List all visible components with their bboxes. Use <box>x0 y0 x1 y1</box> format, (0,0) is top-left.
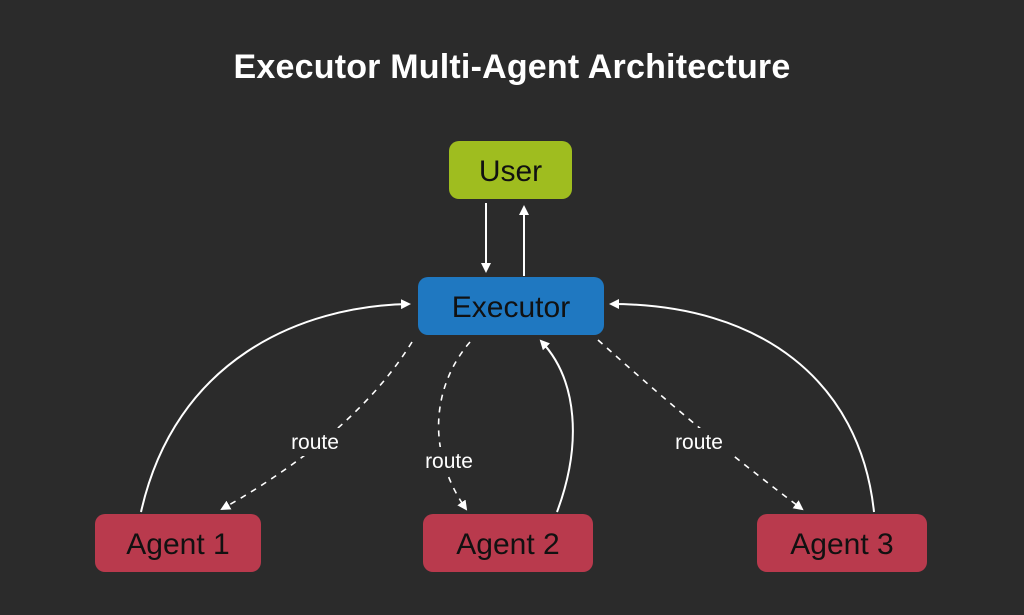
agent-1-node[interactable]: Agent 1 <box>95 514 261 572</box>
user-node-label: User <box>479 155 542 188</box>
executor-node-box <box>418 277 604 335</box>
executor-node-label: Executor <box>452 291 570 324</box>
agent-1-node-box <box>95 514 261 572</box>
agent-1-node-label: Agent 1 <box>126 528 229 561</box>
edge-agent1-to-executor <box>140 299 411 513</box>
route-label-bg-1 <box>283 428 347 456</box>
edge-agent2-to-executor <box>539 339 574 513</box>
page-title: Executor Multi-Agent Architecture <box>233 48 791 86</box>
edge-route-executor-to-agent3 <box>597 339 804 511</box>
user-node[interactable]: User <box>449 141 572 199</box>
user-node-box <box>449 141 572 199</box>
edge-route-executor-to-agent1 <box>220 341 413 510</box>
route-label-agent1: route <box>291 431 339 454</box>
route-label-bg-3 <box>667 428 731 456</box>
route-label-agent3: route <box>675 431 723 454</box>
route-label-agent2: route <box>425 450 473 473</box>
agent-2-node-box <box>423 514 593 572</box>
edge-route-executor-to-agent2 <box>437 341 471 511</box>
edge-agent3-to-executor <box>609 299 875 513</box>
agent-3-node[interactable]: Agent 3 <box>757 514 927 572</box>
agent-2-node-label: Agent 2 <box>456 528 559 561</box>
agent-3-node-label: Agent 3 <box>790 528 893 561</box>
agent-2-node[interactable]: Agent 2 <box>423 514 593 572</box>
agent-3-node-box <box>757 514 927 572</box>
route-label-bg-2 <box>417 447 481 475</box>
executor-node[interactable]: Executor <box>418 277 604 335</box>
